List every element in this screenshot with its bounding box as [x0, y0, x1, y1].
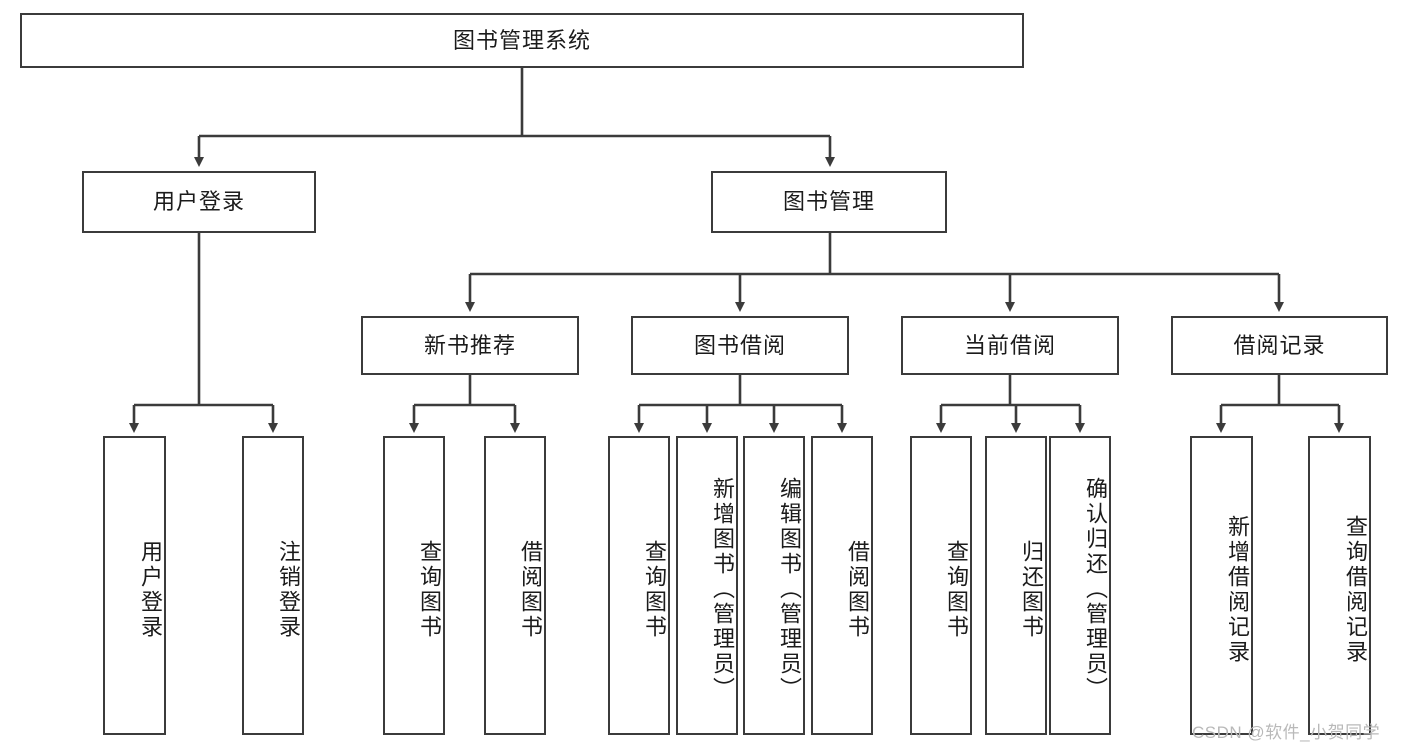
- node-new-book-recommend[interactable]: 新书推荐: [361, 316, 579, 375]
- node-leaf-confirm-return-admin[interactable]: 确认归还（管理员）: [1049, 436, 1111, 735]
- node-label: 图书管理系统: [452, 27, 591, 53]
- node-label: 归还图书: [1019, 539, 1044, 640]
- node-leaf-query-book-1[interactable]: 查询图书: [383, 436, 445, 735]
- node-label: 新书推荐: [423, 332, 516, 358]
- node-label: 编辑图书（管理员）: [777, 477, 802, 702]
- node-borrow-record[interactable]: 借阅记录: [1171, 316, 1388, 375]
- node-leaf-borrow-book-1[interactable]: 借阅图书: [484, 436, 546, 735]
- node-book-management[interactable]: 图书管理: [711, 171, 947, 233]
- node-label: 图书管理: [782, 189, 875, 215]
- node-label: 借阅图书: [518, 539, 543, 640]
- node-label: 查询图书: [944, 539, 969, 640]
- node-leaf-add-borrow-record[interactable]: 新增借阅记录: [1190, 436, 1253, 735]
- node-label: 新增借阅记录: [1225, 514, 1250, 665]
- node-leaf-query-book-3[interactable]: 查询图书: [910, 436, 972, 735]
- node-label: 图书借阅: [693, 332, 786, 358]
- node-label: 查询图书: [417, 539, 442, 640]
- csdn-watermark: CSDN @软件_小贺同学: [1192, 723, 1381, 742]
- node-system-root[interactable]: 图书管理系统: [20, 13, 1024, 68]
- node-leaf-logout-login[interactable]: 注销登录: [242, 436, 304, 735]
- node-label: 确认归还（管理员）: [1083, 477, 1108, 702]
- node-leaf-return-book[interactable]: 归还图书: [985, 436, 1047, 735]
- node-label: 当前借阅: [963, 332, 1056, 358]
- node-label: 注销登录: [276, 539, 301, 640]
- node-label: 借阅记录: [1233, 332, 1326, 358]
- node-label: 查询借阅记录: [1343, 514, 1368, 665]
- node-label: 新增图书（管理员）: [710, 477, 735, 702]
- node-leaf-edit-book-admin[interactable]: 编辑图书（管理员）: [743, 436, 805, 735]
- node-leaf-borrow-book-2[interactable]: 借阅图书: [811, 436, 873, 735]
- node-label: 借阅图书: [845, 539, 870, 640]
- node-book-borrow[interactable]: 图书借阅: [631, 316, 849, 375]
- node-current-borrow[interactable]: 当前借阅: [901, 316, 1119, 375]
- node-label: 用户登录: [152, 189, 245, 215]
- node-label: 查询图书: [642, 539, 667, 640]
- node-leaf-add-book-admin[interactable]: 新增图书（管理员）: [676, 436, 738, 735]
- node-leaf-query-borrow-record[interactable]: 查询借阅记录: [1308, 436, 1371, 735]
- node-label: 用户登录: [138, 539, 163, 640]
- node-user-login[interactable]: 用户登录: [82, 171, 316, 233]
- node-leaf-query-book-2[interactable]: 查询图书: [608, 436, 670, 735]
- node-leaf-user-login[interactable]: 用户登录: [103, 436, 166, 735]
